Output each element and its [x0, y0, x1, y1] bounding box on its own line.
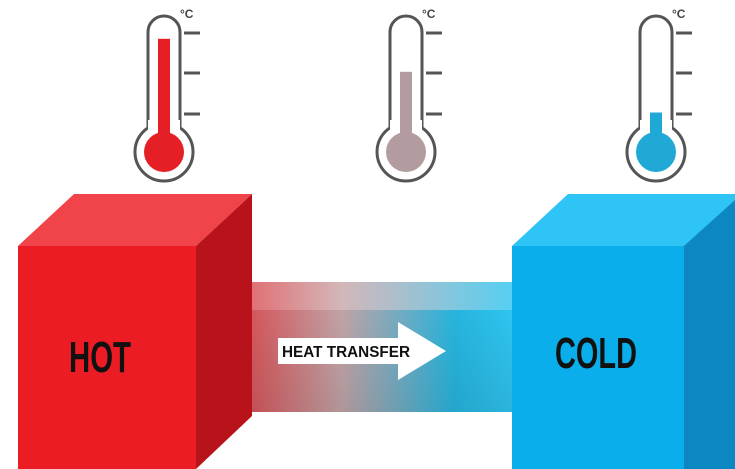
hot-block: HOT [18, 194, 252, 469]
hot-label: HOT [69, 333, 131, 382]
cold-block-front [512, 246, 684, 469]
thermometer-mercury [650, 112, 662, 150]
thermometer-hot: °C [133, 7, 200, 183]
cold-block-side [684, 200, 735, 469]
thermometer-mercury [158, 38, 170, 150]
hot-block-side [196, 194, 252, 469]
cold-label: COLD [555, 329, 637, 378]
cold-block: COLD [512, 194, 735, 469]
hot-block-front [18, 246, 196, 469]
hot-block-top [18, 194, 252, 246]
heat-transfer-arrow: HEAT TRANSFER [278, 322, 446, 380]
thermometer-bulb [636, 132, 676, 172]
unit-label: °C [180, 7, 194, 21]
bar-top-face [196, 282, 520, 310]
unit-label: °C [422, 7, 436, 21]
thermometer-mercury [400, 71, 412, 150]
unit-label: °C [672, 7, 686, 21]
cold-block-top [512, 194, 735, 246]
heat-transfer-label: HEAT TRANSFER [282, 344, 410, 361]
arrow-shape [278, 322, 446, 380]
thermometer-bulb [386, 132, 426, 172]
thermometer-cold: °C [625, 7, 692, 183]
thermometer-bulb [144, 132, 184, 172]
thermometer-medium: °C [375, 7, 442, 183]
